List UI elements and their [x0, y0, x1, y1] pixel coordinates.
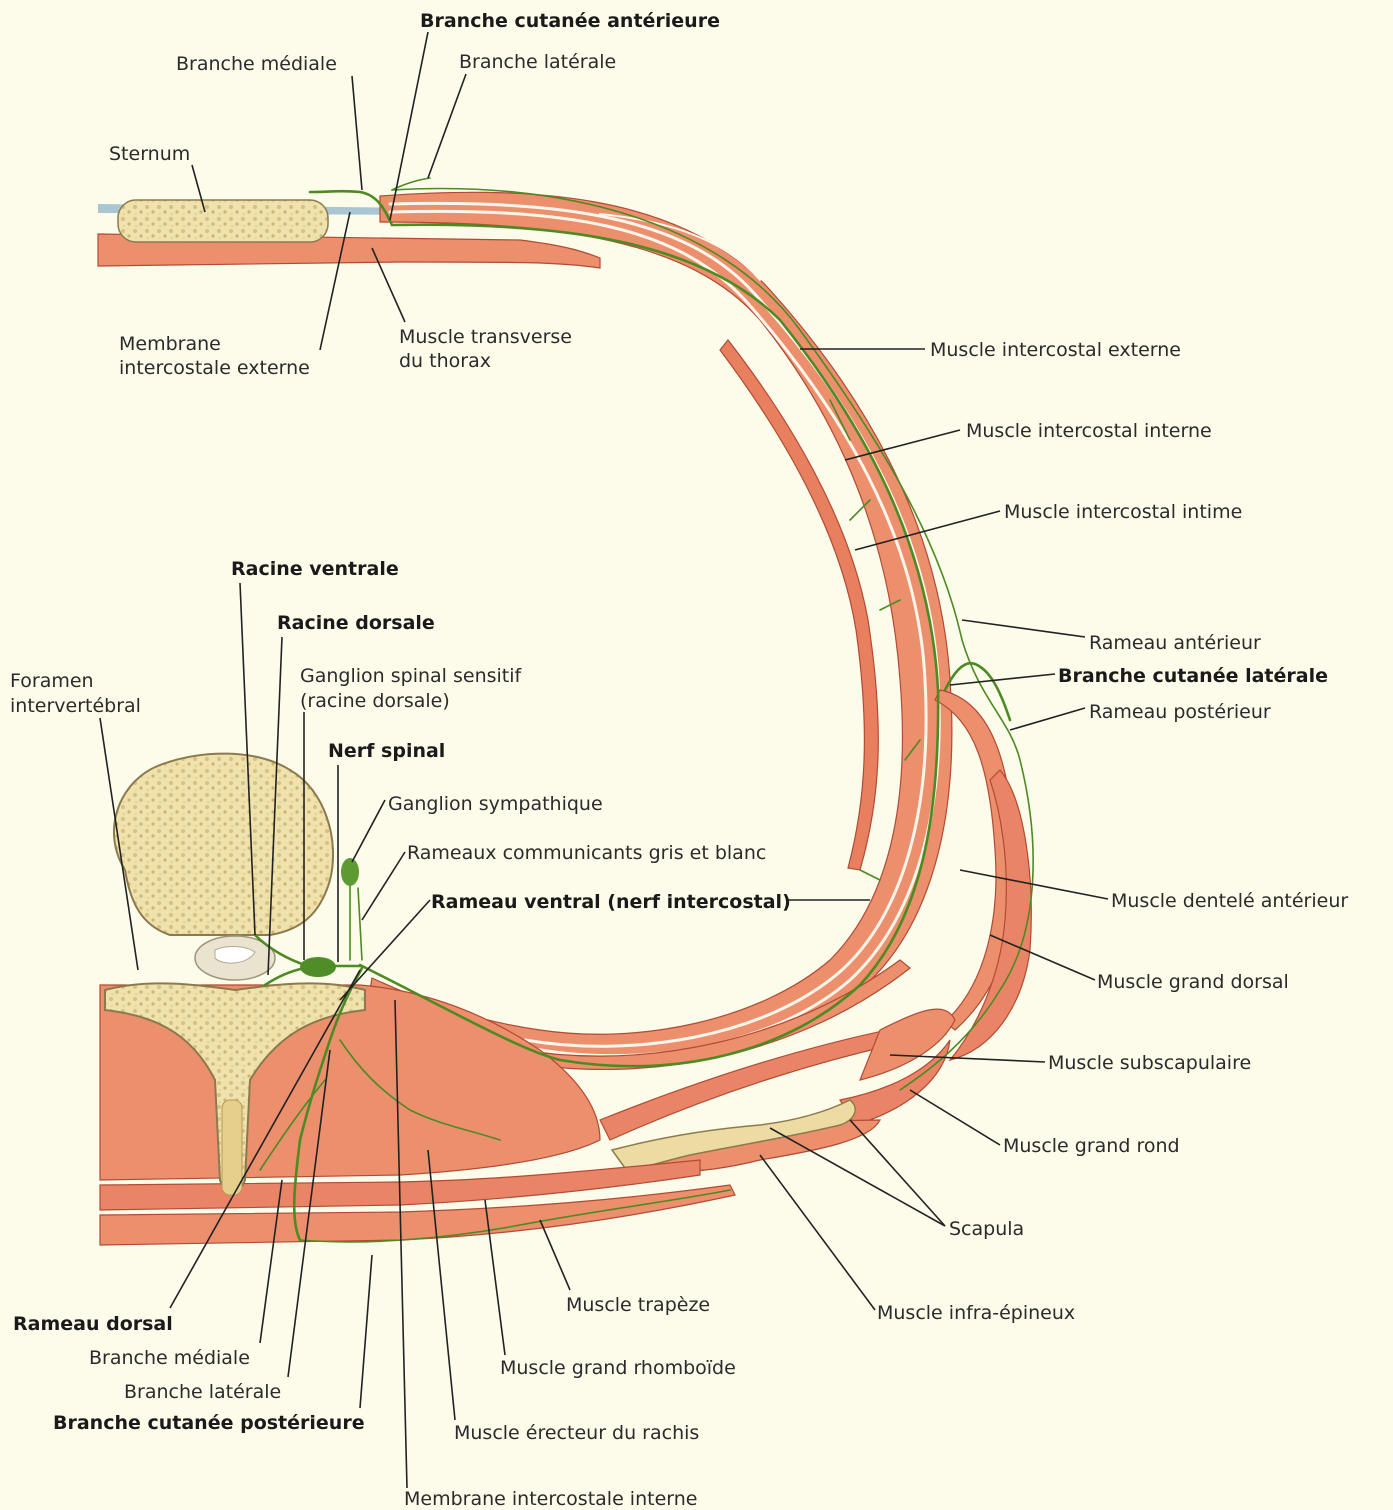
label-rameau-dorsal: Rameau dorsal [13, 1313, 173, 1335]
label-foramen-1: Foramen [10, 670, 94, 692]
vertebral-body [114, 754, 333, 935]
label-muscle-transverse-1: Muscle transverse [399, 326, 572, 348]
label-rameau-anterieur: Rameau antérieur [1089, 632, 1261, 654]
label-ganglion-spinal-2: (racine dorsale) [300, 690, 450, 712]
label-muscle-trapeze: Muscle trapèze [566, 1294, 710, 1316]
spinous-process [222, 1100, 242, 1195]
label-muscle-intercostal-interne: Muscle intercostal interne [966, 420, 1212, 442]
label-muscle-grand-rhomboide: Muscle grand rhomboïde [500, 1357, 736, 1379]
label-membrane-externe-1: Membrane [119, 333, 221, 355]
label-membrane-intercostale-interne: Membrane intercostale interne [404, 1488, 697, 1510]
label-membrane-externe-2: intercostale externe [119, 357, 310, 379]
label-racine-dorsale: Racine dorsale [277, 612, 435, 634]
label-sternum: Sternum [109, 143, 190, 165]
label-branche-cutanee-posterieure: Branche cutanée postérieure [53, 1412, 365, 1434]
label-muscle-grand-rond: Muscle grand rond [1003, 1135, 1180, 1157]
label-muscle-intercostal-externe: Muscle intercostal externe [930, 339, 1181, 361]
sympathetic-ganglion [341, 858, 359, 886]
label-branche-cutanee-laterale: Branche cutanée latérale [1058, 665, 1328, 687]
label-rameaux-communicants: Rameaux communicants gris et blanc [407, 842, 766, 864]
label-muscle-subscapulaire: Muscle subscapulaire [1048, 1052, 1251, 1074]
label-muscle-grand-dorsal: Muscle grand dorsal [1097, 971, 1289, 993]
spinal-ganglion [300, 957, 336, 977]
label-muscle-dentele-anterieur: Muscle dentelé antérieur [1111, 890, 1348, 912]
dorsal-root [265, 968, 305, 985]
label-rameau-ventral: Rameau ventral (nerf intercostal) [431, 891, 791, 913]
label-scapula: Scapula [949, 1218, 1024, 1240]
label-rameau-posterieur: Rameau postérieur [1089, 701, 1271, 723]
label-branche-laterale-bottom: Branche latérale [124, 1381, 281, 1403]
label-racine-ventrale: Racine ventrale [231, 558, 399, 580]
label-ganglion-sympathique: Ganglion sympathique [388, 793, 603, 815]
label-foramen-2: intervertébral [10, 695, 141, 717]
label-muscle-intercostal-intime: Muscle intercostal intime [1004, 501, 1242, 523]
label-muscle-infra-epineux: Muscle infra-épineux [877, 1302, 1075, 1324]
label-nerf-spinal: Nerf spinal [328, 740, 445, 762]
label-branche-mediale-top: Branche médiale [176, 53, 337, 75]
label-muscle-transverse-2: du thorax [399, 350, 491, 372]
subscapularis [860, 1009, 955, 1080]
label-ganglion-spinal-1: Ganglion spinal sensitif [300, 665, 523, 687]
label-branche-cutanee-anterieure: Branche cutanée antérieure [420, 10, 720, 32]
rami-communicantes [350, 886, 362, 960]
label-branche-laterale-top: Branche latérale [459, 51, 616, 73]
label-muscle-erecteur: Muscle érecteur du rachis [454, 1422, 699, 1444]
sternum-bone [118, 200, 328, 242]
label-branche-mediale-bottom: Branche médiale [89, 1347, 250, 1369]
